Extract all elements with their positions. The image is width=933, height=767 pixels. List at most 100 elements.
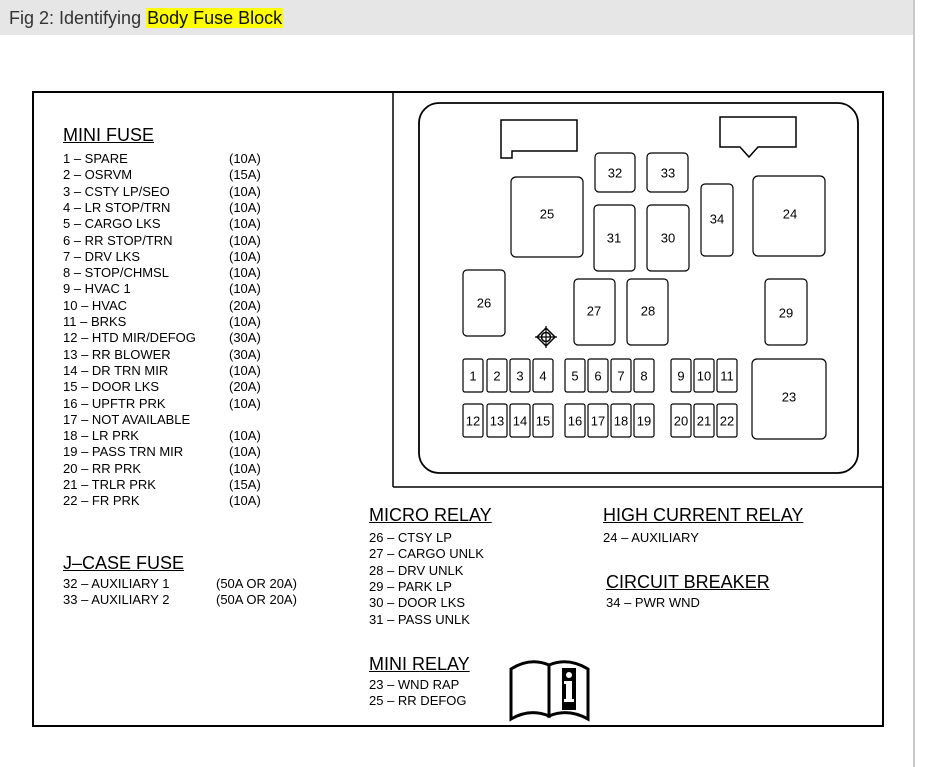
mini-fuse-item: 9 – HVAC 1 (63, 281, 131, 297)
fuse-33-label: 33 (661, 166, 675, 181)
mini-fuse-slot-label: 11 (720, 369, 734, 384)
mini-fuse-slot (532, 403, 554, 438)
relay-30-label: 30 (661, 231, 675, 246)
mini-fuse-rating: (10A) (229, 281, 261, 297)
mini-fuse-rating: (20A) (229, 379, 261, 395)
relay-28-label: 28 (641, 304, 655, 319)
mini-fuse-rating: (10A) (229, 216, 261, 232)
mini-fuse-slot (716, 358, 738, 393)
mini-fuse-item: 20 – RR PRK (63, 460, 142, 476)
mini-fuse-slot-label: 16 (568, 414, 582, 429)
mini-fuse-rating: (20A) (229, 297, 261, 313)
mini-fuse-item: 10 – HVAC (63, 297, 128, 313)
page-right-border (913, 0, 915, 767)
mini-fuse-item: 18 – LR PRK (63, 428, 139, 444)
mini-fuse-slot (462, 358, 484, 393)
mini-fuse-slot-label: 15 (536, 414, 550, 429)
mini-fuse-rating: (10A) (229, 493, 261, 509)
mini-fuse-slot (693, 403, 715, 438)
jcase-fuse-item: 32 – AUXILIARY 1 (63, 576, 170, 591)
mini-fuse-slot (486, 358, 508, 393)
relay-25 (510, 176, 584, 258)
mini-relay-item: 23 – WND RAP (369, 677, 460, 692)
mini-fuse-slot (670, 358, 692, 393)
mini-fuse-rating: (30A) (229, 330, 261, 346)
mini-fuse-slot (693, 358, 715, 393)
mini-fuse-slot (633, 358, 655, 393)
mini-fuse-item: 14 – DR TRN MIR (63, 362, 169, 378)
mini-fuse-rating: (10A) (229, 314, 261, 329)
mini-fuse-item: 8 – STOP/CHMSL (63, 265, 169, 281)
relay-31 (593, 204, 636, 272)
mini-fuse-slot (633, 403, 655, 438)
mini-fuse-title: MINI FUSE (63, 125, 155, 145)
mini-fuse-slot-label: 6 (594, 369, 601, 384)
mini-fuse-slot-label: 1 (469, 369, 476, 384)
mini-fuse-item: 11 – BRKS (63, 314, 127, 329)
mini-fuse-item: 22 – FR PRK (63, 493, 140, 509)
fuse-33 (646, 152, 689, 193)
micro-relay-title: MICRO RELAY (369, 505, 492, 525)
mini-fuse-rating: (10A) (229, 395, 261, 411)
relay-24-label: 24 (783, 207, 797, 222)
mini-fuse-slot (509, 403, 531, 438)
micro-relay-item: 26 – CTSY LP (369, 530, 452, 545)
jcase-fuse-item: 33 – AUXILIARY 2 (63, 592, 170, 608)
diamond-cross-icon (535, 326, 557, 348)
relay-27-label: 27 (587, 304, 601, 319)
mini-fuse-item: 19 – PASS TRN MIR (63, 444, 184, 460)
mini-fuse-slot-label: 14 (513, 414, 527, 429)
mini-fuse-item: 17 – NOT AVAILABLE (63, 411, 191, 427)
high-current-relay-item: 24 – AUXILIARY (603, 530, 699, 545)
circuit-breaker-title: CIRCUIT BREAKER (606, 572, 770, 592)
mini-fuse-item: 1 – SPARE (63, 151, 128, 166)
mini-fuse-slot (462, 403, 484, 438)
breaker-34 (700, 183, 734, 257)
jcase-fuse-rating: (50A OR 20A) (216, 592, 297, 608)
relay-29 (764, 278, 808, 346)
mini-fuse-slot-label: 4 (539, 369, 546, 384)
mini-fuse-slot-label: 8 (640, 369, 647, 384)
relay-28 (626, 278, 669, 346)
mini-fuse-rating: (10A) (229, 460, 261, 476)
caption-highlight: Body Fuse Block (146, 8, 284, 28)
micro-relay-item: 31 – PASS UNLK (369, 611, 470, 627)
relay-29-label: 29 (779, 306, 793, 321)
mini-fuse-slot (610, 358, 632, 393)
mini-fuse-slot-label: 13 (490, 414, 504, 429)
micro-relay-item: 27 – CARGO UNLK (369, 546, 484, 562)
relay-26 (462, 269, 506, 337)
mini-fuse-slot (670, 403, 692, 438)
mini-fuse-rating: (10A) (229, 265, 261, 281)
mini-fuse-item: 7 – DRV LKS (63, 248, 141, 264)
mini-fuse-item: 21 – TRLR PRK (63, 477, 156, 492)
relay-31-label: 31 (607, 231, 621, 246)
mini-fuse-slot-label: 20 (674, 414, 688, 429)
mini-fuse-slot-label: 12 (466, 414, 480, 429)
mini-fuse-slot (716, 403, 738, 438)
mini-fuse-item: 2 – OSRVM (63, 167, 133, 183)
mini-fuse-slot (587, 403, 609, 438)
mini-fuse-slot (532, 358, 554, 393)
mini-fuse-rating: (10A) (229, 151, 261, 166)
mini-fuse-slot-label: 22 (720, 414, 734, 429)
caption-prefix: Fig 2: Identifying (9, 8, 147, 28)
mini-fuse-rating: (10A) (229, 183, 261, 199)
connector-tab-right (719, 116, 797, 159)
mini-fuse-slot-label: 7 (617, 369, 624, 384)
fuse-32 (594, 152, 636, 193)
mini-fuse-slot (509, 358, 531, 393)
breaker-34-label: 34 (710, 212, 724, 227)
mini-fuse-rating: (15A) (229, 477, 261, 492)
mini-fuse-item: 12 – HTD MIR/DEFOG (63, 330, 196, 346)
relay-23-label: 23 (782, 390, 796, 405)
figure-caption: Fig 2: Identifying Body Fuse Block (9, 8, 284, 29)
mini-fuse-slot (587, 358, 609, 393)
mini-fuse-rating: (30A) (229, 346, 261, 362)
caption-bar: Fig 2: Identifying Body Fuse Block (0, 0, 913, 35)
mini-fuse-rating: (10A) (229, 248, 261, 264)
book-info-icon (509, 660, 590, 722)
mini-fuse-item: 3 – CSTY LP/SEO (63, 183, 170, 199)
mini-fuse-item: 6 – RR STOP/TRN (63, 232, 173, 248)
